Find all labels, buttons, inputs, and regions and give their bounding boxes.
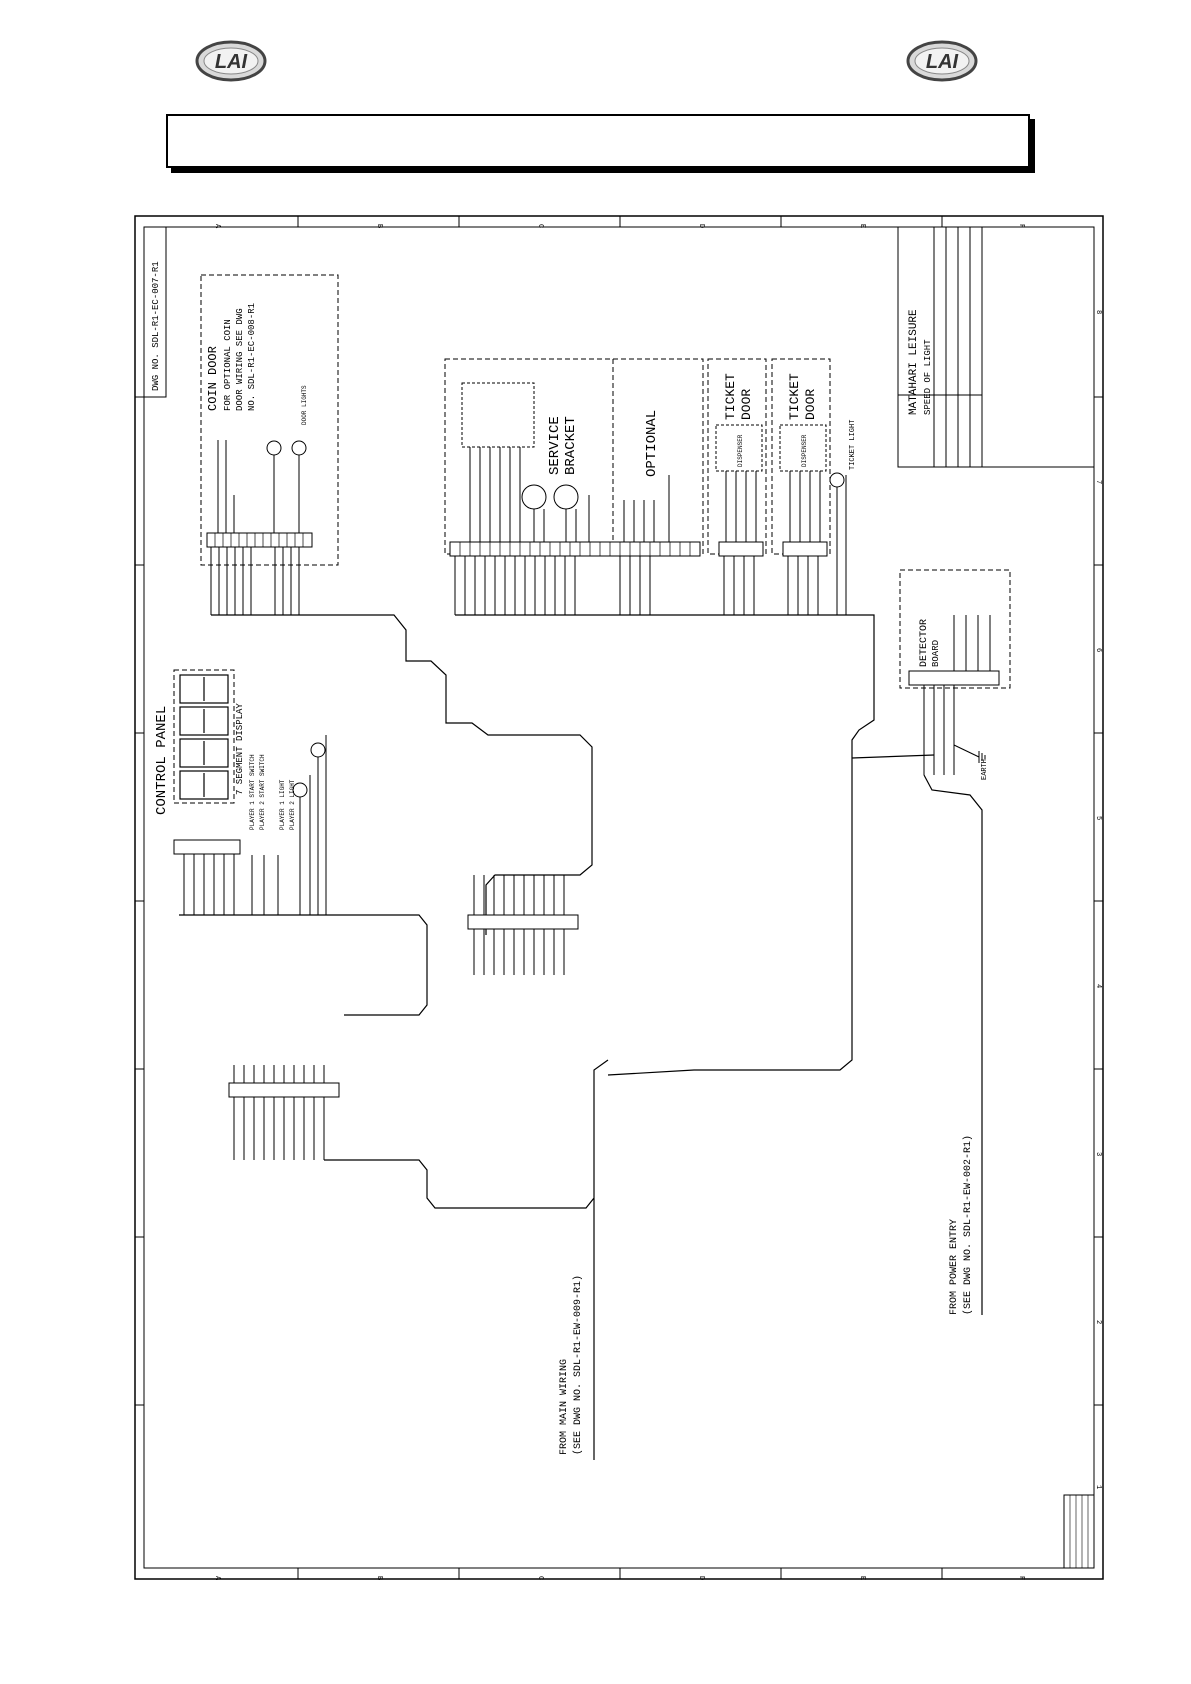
lai-logo-left: LAI xyxy=(195,40,267,82)
logo-text: LAI xyxy=(926,51,959,73)
volume-knob-icon xyxy=(553,484,579,510)
central-connector xyxy=(467,914,579,930)
control-panel-title: CONTROL PANEL xyxy=(154,706,170,815)
zone-number: 2 xyxy=(1094,1320,1102,1324)
wiring-diagram: A B C D E F A B C D E F 8 7 6 5 4 3 2 1 … xyxy=(134,215,1104,1580)
harness-service-ticket xyxy=(455,614,875,1076)
coin-door-connector xyxy=(206,532,313,548)
detector-connector xyxy=(908,670,1000,686)
title-box xyxy=(166,114,1030,168)
zone-number: 8 xyxy=(1094,310,1102,314)
service-switches-box xyxy=(461,382,535,448)
player1-light-label: PLAYER 1 LIGHT xyxy=(279,779,286,830)
player1-switch-label: PLAYER 1 START SWITCH xyxy=(249,754,256,830)
harness-coin-door xyxy=(211,614,593,935)
zone-number: 5 xyxy=(1094,816,1102,820)
harness-control-panel xyxy=(179,914,428,1016)
door-lights-label: DOOR LIGHTS xyxy=(301,385,308,425)
ticket-2-connector xyxy=(782,541,828,557)
zone-letter-bottom: F xyxy=(1017,1576,1025,1580)
zone-letter-top: D xyxy=(697,224,705,228)
zone-number: 3 xyxy=(1094,1152,1102,1156)
ticket-dispenser-2 xyxy=(779,424,827,472)
from-power-entry-label: FROM POWER ENTRY xyxy=(949,1219,960,1315)
door-light-icon xyxy=(291,440,307,456)
zone-letter-top: E xyxy=(858,224,866,228)
door-light-icon xyxy=(266,440,282,456)
zone-letter-top: C xyxy=(536,224,544,228)
service-bracket-title: SERVICE xyxy=(547,416,563,475)
zone-letter-bottom: D xyxy=(697,1576,705,1580)
control-panel-connector xyxy=(173,839,241,855)
dwg-number-box xyxy=(143,226,167,398)
ticket-door-1-title: DOOR xyxy=(739,389,754,420)
zone-letter-top: A xyxy=(213,224,221,229)
earth-icon xyxy=(978,751,986,763)
digit-icon xyxy=(179,674,229,800)
player2-switch-label: PLAYER 2 START SWITCH xyxy=(259,754,266,830)
zone-number: 1 xyxy=(1094,1485,1102,1489)
optional-title: OPTIONAL xyxy=(644,410,660,477)
detector-title: BOARD xyxy=(931,640,941,667)
zone-letter-top: F xyxy=(1017,224,1025,228)
player2-light-label: PLAYER 2 LIGHT xyxy=(289,779,296,830)
service-connector xyxy=(449,541,701,557)
ticket-door-2-title: TICKET xyxy=(787,373,802,420)
from-main-wiring-label: (SEE DWG NO. SDL-R1-EW-009-R1) xyxy=(572,1275,584,1455)
detector-title: DETECTOR xyxy=(919,619,930,667)
zone-letter-top: B xyxy=(375,224,383,228)
volume-knob-icon xyxy=(521,484,547,510)
harness-left xyxy=(324,1059,609,1460)
from-main-wiring-label: FROM MAIN WIRING xyxy=(559,1359,570,1455)
zone-number: 7 xyxy=(1094,480,1102,484)
zone-letter-bottom: A xyxy=(213,1576,221,1580)
revision-block xyxy=(1063,1494,1095,1569)
zone-number: 4 xyxy=(1094,984,1102,988)
zone-letter-bottom: E xyxy=(858,1576,866,1580)
ticket-light-label: TICKET LIGHT xyxy=(849,420,857,470)
sheet-inner-border xyxy=(143,226,1095,1569)
coin-door-note: DOOR WIRING SEE DWG xyxy=(235,308,245,411)
from-power-entry-label: (SEE DWG NO. SDL-R1-EW-002-R1) xyxy=(962,1135,974,1315)
seven-seg-label: 7 SEGMENT DISPLAY xyxy=(235,703,245,795)
zone-number: 6 xyxy=(1094,648,1102,652)
coin-door-title: COIN DOOR xyxy=(206,346,220,411)
title-block xyxy=(897,226,1095,468)
logo-text: LAI xyxy=(215,51,248,73)
title-block-project: SPEED OF LIGHT xyxy=(923,339,933,415)
ticket-dispenser-1-label: DISPENSER xyxy=(737,434,744,467)
coin-door-note: NO. SDL-R1-EC-008-R1 xyxy=(247,303,257,411)
player-light-icon xyxy=(310,742,326,758)
left-connector xyxy=(228,1082,340,1098)
ticket-door-1-title: TICKET xyxy=(723,373,738,420)
detector-board-box xyxy=(899,569,1011,689)
sheet-outer-border xyxy=(134,215,1104,1580)
service-bracket-title: BRACKET xyxy=(563,416,579,475)
coin-door-note: FOR OPTIONAL COIN xyxy=(223,319,233,411)
ticket-dispenser-2-label: DISPENSER xyxy=(801,434,808,467)
ticket-dispenser-1 xyxy=(715,424,763,472)
ticket-1-connector xyxy=(718,541,764,557)
coin-door-box xyxy=(200,274,339,566)
dwg-number: DWG NO. SDL-R1-EC-007-R1 xyxy=(151,261,161,391)
service-bracket-box xyxy=(444,358,704,555)
ticket-light-icon xyxy=(829,472,845,488)
zone-letter-bottom: C xyxy=(536,1576,544,1580)
earth-label: EARTH xyxy=(981,759,989,780)
lai-logo-right: LAI xyxy=(906,40,978,82)
title-block-company: MATAHARI LEISURE xyxy=(908,309,920,415)
zone-letter-bottom: B xyxy=(375,1576,383,1580)
harness-power-entry xyxy=(923,774,983,1315)
ticket-door-2-title: DOOR xyxy=(803,389,818,420)
